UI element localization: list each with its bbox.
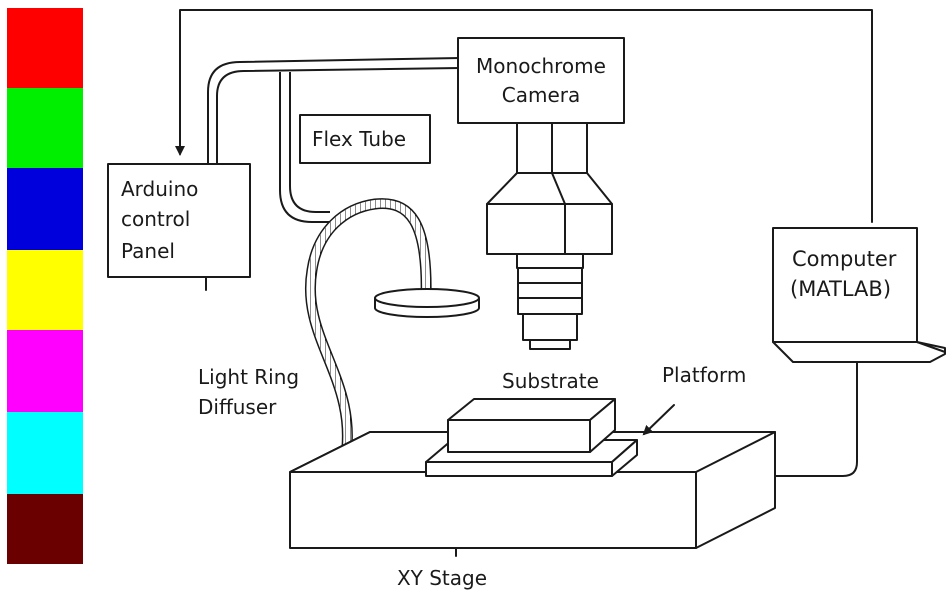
laptop-computer [772, 227, 946, 363]
light-ring-label-line1: Light Ring [198, 365, 299, 389]
platform-label: Platform [662, 363, 746, 387]
swatch-yellow [7, 250, 83, 330]
substrate-label: Substrate [502, 369, 599, 393]
camera-label-line1: Monochrome [476, 54, 606, 78]
swatch-cyan [7, 412, 83, 494]
cable-computer-to-arduino [175, 9, 873, 223]
arduino-label-line1: Arduino [121, 177, 198, 201]
computer-label-line2: (MATLAB) [790, 277, 891, 301]
substrate [447, 398, 616, 453]
computer-label-line1: Computer [792, 247, 897, 271]
swatch-maroon [7, 494, 83, 564]
arduino-label-line2: control [121, 207, 190, 231]
monochrome-camera-body [457, 37, 625, 124]
light-ring-label-line2: Diffuser [198, 395, 277, 419]
platform-pointer-arrow [642, 404, 675, 436]
camera-lens-assembly [486, 122, 613, 350]
swatch-red [7, 8, 83, 88]
swatch-magenta [7, 330, 83, 412]
swatch-blue [7, 168, 83, 250]
light-ring-gooseneck [305, 198, 432, 463]
swatch-green [7, 88, 83, 168]
flex-tube-label: Flex Tube [312, 127, 406, 151]
arduino-label-line3: Panel [121, 239, 175, 263]
xy-stage-label: XY Stage [397, 566, 487, 590]
light-ring-diffuser [374, 288, 480, 318]
arduino-control-panel [107, 163, 251, 278]
flex-tube-label-box [299, 114, 431, 164]
camera-label-line2: Camera [502, 83, 581, 107]
cable-computer-to-stage [766, 359, 858, 481]
flex-tube-lower [279, 72, 330, 223]
flex-tube-cable [207, 57, 461, 164]
